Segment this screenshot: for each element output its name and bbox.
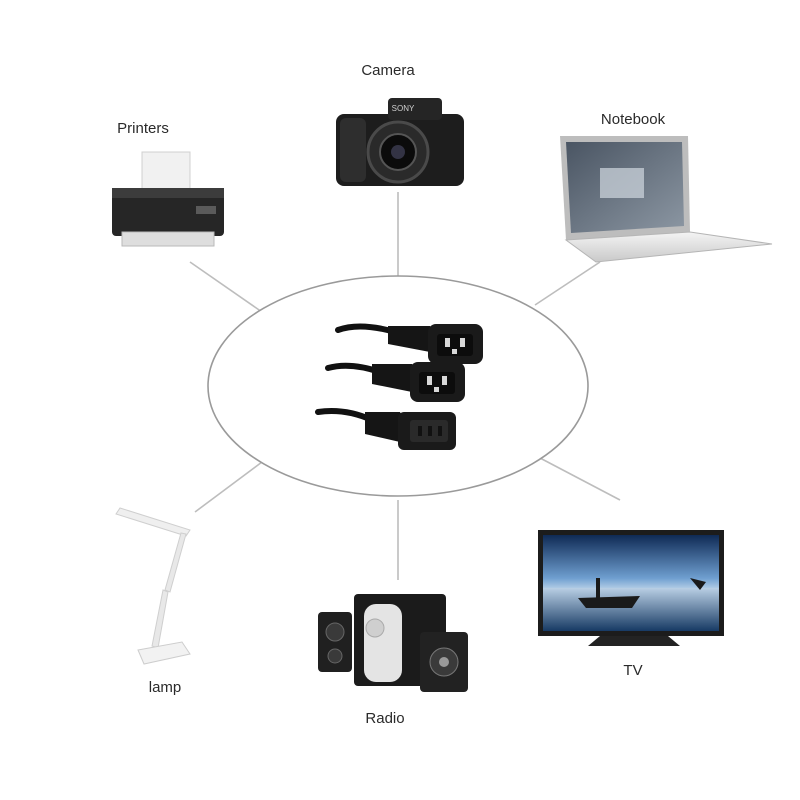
speaker-icon	[318, 594, 468, 692]
connector-lines	[189, 192, 621, 580]
printer-icon	[112, 151, 224, 247]
tv-icon	[538, 530, 724, 646]
lamp-icon	[115, 507, 191, 665]
camera-brand-text: SONY	[392, 104, 415, 113]
label-tv: TV	[623, 662, 642, 679]
label-camera: Camera	[361, 62, 415, 79]
line-printers	[189, 261, 263, 313]
cable-female-top	[335, 323, 483, 364]
notebook-icon	[560, 136, 773, 263]
power-cables	[315, 323, 483, 450]
label-printers: Printers	[117, 120, 169, 137]
line-notebook	[534, 261, 601, 306]
line-lamp	[194, 461, 263, 513]
cable-male-bottom	[315, 408, 456, 450]
label-notebook: Notebook	[601, 111, 666, 128]
camera-icon: SONY	[336, 98, 464, 186]
label-lamp: lamp	[149, 679, 182, 696]
cable-female-middle	[325, 362, 465, 402]
line-tv	[539, 457, 621, 501]
label-radio: Radio	[365, 710, 404, 727]
